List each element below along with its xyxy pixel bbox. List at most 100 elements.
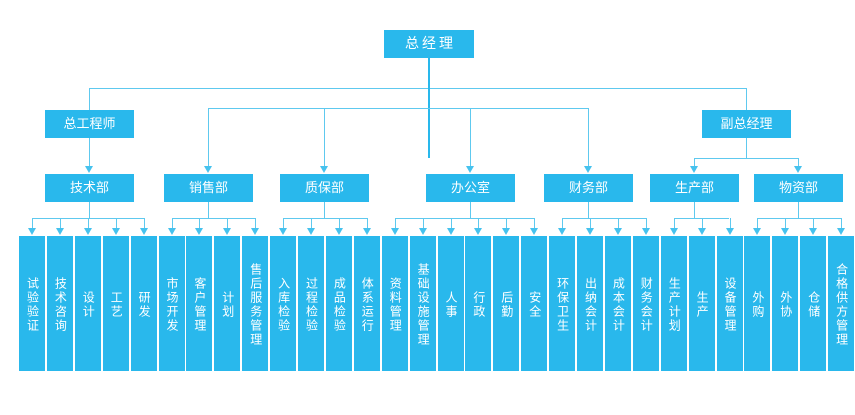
- node-function-label: 基础设施管理: [416, 262, 431, 347]
- node-function[interactable]: 计划: [214, 236, 241, 371]
- connector-gm-stem: [428, 58, 430, 110]
- connector-quality-stem: [324, 202, 325, 218]
- arrow-down-icon: [586, 228, 594, 235]
- node-function-label: 财务会计: [639, 276, 654, 333]
- connector-function-drop: [813, 218, 815, 228]
- connector-function-bus: [757, 218, 842, 219]
- connector-finance-stem: [588, 202, 589, 218]
- connector-function-drop: [32, 218, 33, 228]
- arrow-down-icon: [690, 166, 698, 173]
- connector-deputy-bus: [694, 158, 798, 159]
- connector-deputy-to-production: [694, 158, 695, 166]
- node-function[interactable]: 后勤: [493, 236, 520, 371]
- node-function[interactable]: 体系运行: [353, 236, 380, 371]
- node-function[interactable]: 合格供方管理: [828, 236, 855, 371]
- connector-function-drop: [143, 218, 145, 228]
- node-function[interactable]: 设计: [74, 236, 101, 371]
- connector-sales-stem: [208, 202, 209, 218]
- connector-function-drop: [115, 218, 117, 228]
- node-dept-sales[interactable]: 销售部: [164, 174, 253, 202]
- node-function-label: 设备管理: [723, 276, 737, 333]
- node-function[interactable]: 试验验证: [19, 236, 45, 371]
- arrow-down-icon: [613, 228, 622, 235]
- node-dept-materials[interactable]: 物资部: [754, 174, 843, 202]
- arrow-down-icon: [390, 228, 399, 235]
- connector-chief-engineer-to-tech: [89, 138, 90, 166]
- node-function[interactable]: 生产计划: [660, 236, 687, 371]
- connector-mid-to-office: [470, 108, 471, 166]
- connector-mid-bus: [208, 108, 588, 109]
- node-function-label: 生产计划: [667, 276, 682, 333]
- node-function[interactable]: 外购: [744, 236, 771, 371]
- node-function[interactable]: 工艺: [102, 236, 129, 371]
- connector-function-drop: [59, 218, 61, 228]
- node-general-manager[interactable]: 总经理: [384, 30, 474, 58]
- node-function-label: 客户管理: [192, 276, 207, 333]
- connector-production-stem: [694, 202, 695, 218]
- node-function[interactable]: 资料管理: [381, 236, 408, 371]
- arrow-down-icon: [466, 166, 474, 173]
- node-function-label: 生产: [695, 290, 710, 319]
- arrow-down-icon: [28, 228, 36, 235]
- arrow-down-icon: [502, 228, 511, 235]
- node-function[interactable]: 技术咨询: [46, 236, 73, 371]
- arrow-down-icon: [167, 228, 176, 235]
- node-function[interactable]: 财务会计: [632, 236, 659, 371]
- node-function-label: 入库检验: [276, 276, 291, 333]
- connector-function-drop: [199, 218, 201, 228]
- node-dept-quality[interactable]: 质保部: [280, 174, 369, 202]
- node-chief-engineer-label: 总工程师: [63, 115, 116, 131]
- connector-function-drop: [478, 218, 480, 228]
- arrow-down-icon: [809, 228, 818, 235]
- node-function[interactable]: 成本会计: [604, 236, 631, 371]
- node-deputy-gm[interactable]: 副总经理: [702, 110, 791, 138]
- arrow-down-icon: [558, 228, 567, 235]
- node-function[interactable]: 仓储: [800, 236, 827, 371]
- arrow-down-icon: [111, 228, 120, 235]
- node-function[interactable]: 成品检验: [325, 236, 352, 371]
- node-function[interactable]: 行政: [465, 236, 492, 371]
- arrow-down-icon: [418, 228, 427, 235]
- node-dept-tech-label: 技术部: [69, 179, 109, 195]
- node-chief-engineer[interactable]: 总工程师: [45, 110, 134, 138]
- node-function[interactable]: 人事: [437, 236, 464, 371]
- node-function[interactable]: 安全: [521, 236, 548, 371]
- arrow-down-icon: [307, 228, 315, 235]
- node-function[interactable]: 过程检验: [298, 236, 324, 371]
- node-dept-office-label: 办公室: [450, 179, 490, 195]
- connector-tech-stem: [89, 202, 90, 218]
- node-function[interactable]: 出纳会计: [577, 236, 603, 371]
- node-function[interactable]: 市场开发: [158, 236, 185, 371]
- node-function[interactable]: 生产: [688, 236, 715, 371]
- arrow-down-icon: [83, 228, 92, 235]
- connector-function-drop: [506, 218, 508, 228]
- node-dept-tech[interactable]: 技术部: [45, 174, 134, 202]
- node-dept-production[interactable]: 生产部: [650, 174, 739, 202]
- arrow-down-icon: [641, 228, 650, 235]
- node-function[interactable]: 环保卫生: [549, 236, 576, 371]
- node-function[interactable]: 研发: [130, 236, 157, 371]
- node-function[interactable]: 外协: [772, 236, 799, 371]
- connector-function-drop: [590, 218, 591, 228]
- arrow-down-icon: [584, 166, 592, 173]
- connector-function-bus: [673, 218, 730, 219]
- connector-mid-to-finance: [588, 108, 589, 166]
- node-dept-finance[interactable]: 财务部: [544, 174, 633, 202]
- connector-function-drop: [227, 218, 229, 228]
- node-function[interactable]: 设备管理: [716, 236, 743, 371]
- node-function[interactable]: 基础设施管理: [409, 236, 436, 371]
- node-function[interactable]: 售后服务管理: [242, 236, 269, 371]
- connector-gm-mid-stem: [428, 88, 430, 158]
- arrow-down-icon: [195, 228, 204, 235]
- connector-function-drop: [394, 218, 396, 228]
- node-dept-materials-label: 物资部: [778, 179, 818, 195]
- connector-function-drop: [701, 218, 703, 228]
- node-dept-office[interactable]: 办公室: [426, 174, 515, 202]
- node-function-label: 技术咨询: [53, 276, 68, 333]
- node-dept-finance-label: 财务部: [568, 179, 608, 195]
- connector-function-bus: [562, 218, 646, 219]
- node-function-label: 安全: [527, 290, 542, 319]
- node-function[interactable]: 入库检验: [270, 236, 297, 371]
- node-function[interactable]: 客户管理: [186, 236, 213, 371]
- node-function-label: 设计: [81, 290, 96, 319]
